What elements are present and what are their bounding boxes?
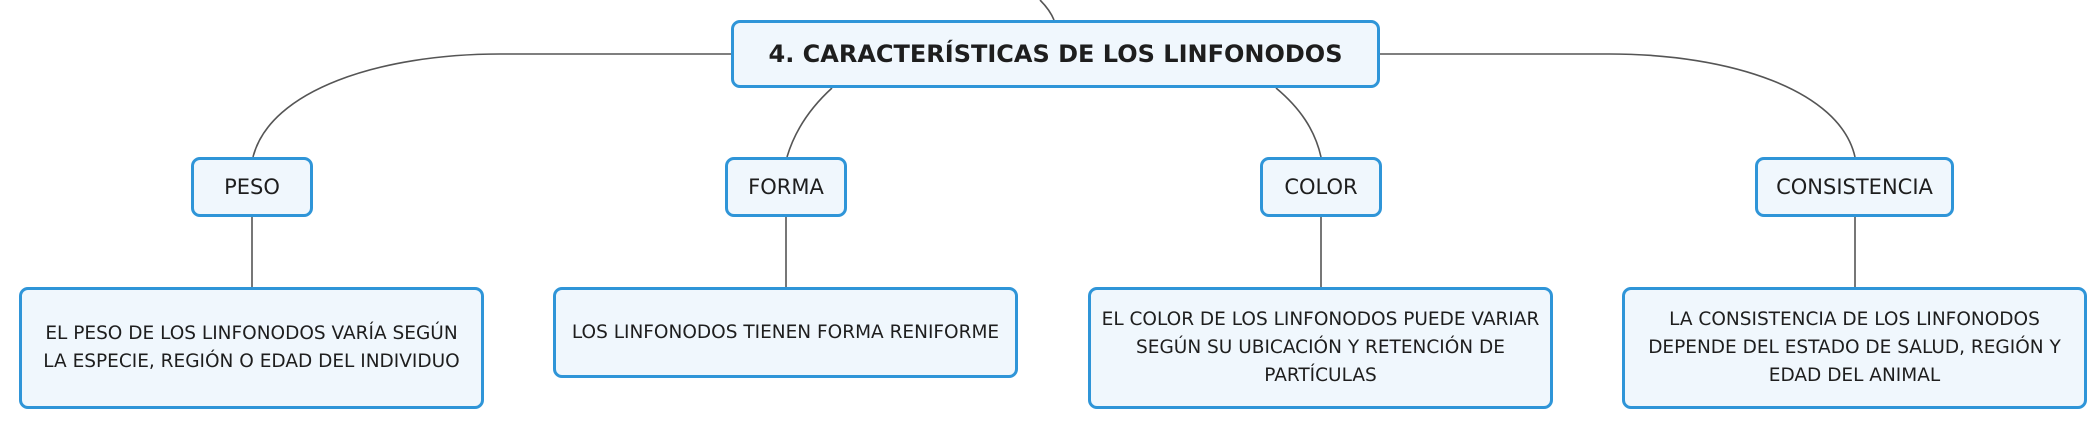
topic-label-consistencia: CONSISTENCIA xyxy=(1776,175,1933,199)
topic-node-peso[interactable]: PESO xyxy=(191,157,313,217)
connector-root-to-forma xyxy=(786,87,833,158)
connector-root-to-consistencia xyxy=(1380,53,1856,158)
detail-text-color: EL COLOR DE LOS LINFONODOS PUEDE VARIAR … xyxy=(1101,309,1540,386)
topic-node-forma[interactable]: FORMA xyxy=(725,157,847,217)
detail-node-consistencia[interactable]: LA CONSISTENCIA DE LOS LINFONODOS DEPEND… xyxy=(1622,287,2087,409)
topic-label-color: COLOR xyxy=(1284,175,1358,199)
topic-label-forma: FORMA xyxy=(748,175,824,199)
connector-root-to-color xyxy=(1275,87,1322,158)
topic-node-color[interactable]: COLOR xyxy=(1260,157,1382,217)
detail-text-peso: EL PESO DE LOS LINFONODOS VARÍA SEGÚN LA… xyxy=(43,323,460,372)
topic-node-consistencia[interactable]: CONSISTENCIA xyxy=(1755,157,1954,217)
root-topic-node[interactable]: 4. CARACTERÍSTICAS DE LOS LINFONODOS xyxy=(731,20,1380,88)
connector-parent-to-root xyxy=(1039,0,1055,21)
detail-node-forma[interactable]: LOS LINFONODOS TIENEN FORMA RENIFORME xyxy=(553,287,1018,378)
root-topic-label: 4. CARACTERÍSTICAS DE LOS LINFONODOS xyxy=(768,40,1343,68)
topic-label-peso: PESO xyxy=(224,175,280,199)
detail-node-peso[interactable]: EL PESO DE LOS LINFONODOS VARÍA SEGÚN LA… xyxy=(19,287,484,409)
connector-root-to-peso xyxy=(252,53,731,158)
detail-text-consistencia: LA CONSISTENCIA DE LOS LINFONODOS DEPEND… xyxy=(1648,309,2061,386)
detail-text-forma: LOS LINFONODOS TIENEN FORMA RENIFORME xyxy=(571,321,1000,343)
detail-node-color[interactable]: EL COLOR DE LOS LINFONODOS PUEDE VARIAR … xyxy=(1088,287,1553,409)
